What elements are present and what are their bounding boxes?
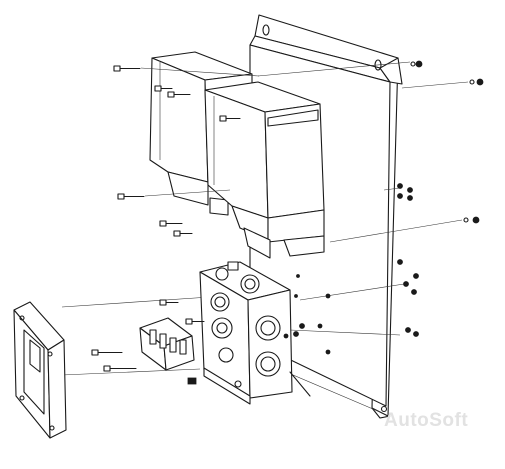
screws-upper: [113, 65, 241, 237]
terminal-block: [91, 317, 195, 372]
junction-box: [187, 261, 311, 405]
nuts-right: [397, 60, 484, 337]
assembly-lines: [61, 61, 469, 413]
front-cover: [13, 301, 67, 439]
relay-right: [204, 81, 325, 259]
screws-lower: [159, 274, 331, 355]
watermark-text: AutoSoft: [384, 410, 469, 431]
